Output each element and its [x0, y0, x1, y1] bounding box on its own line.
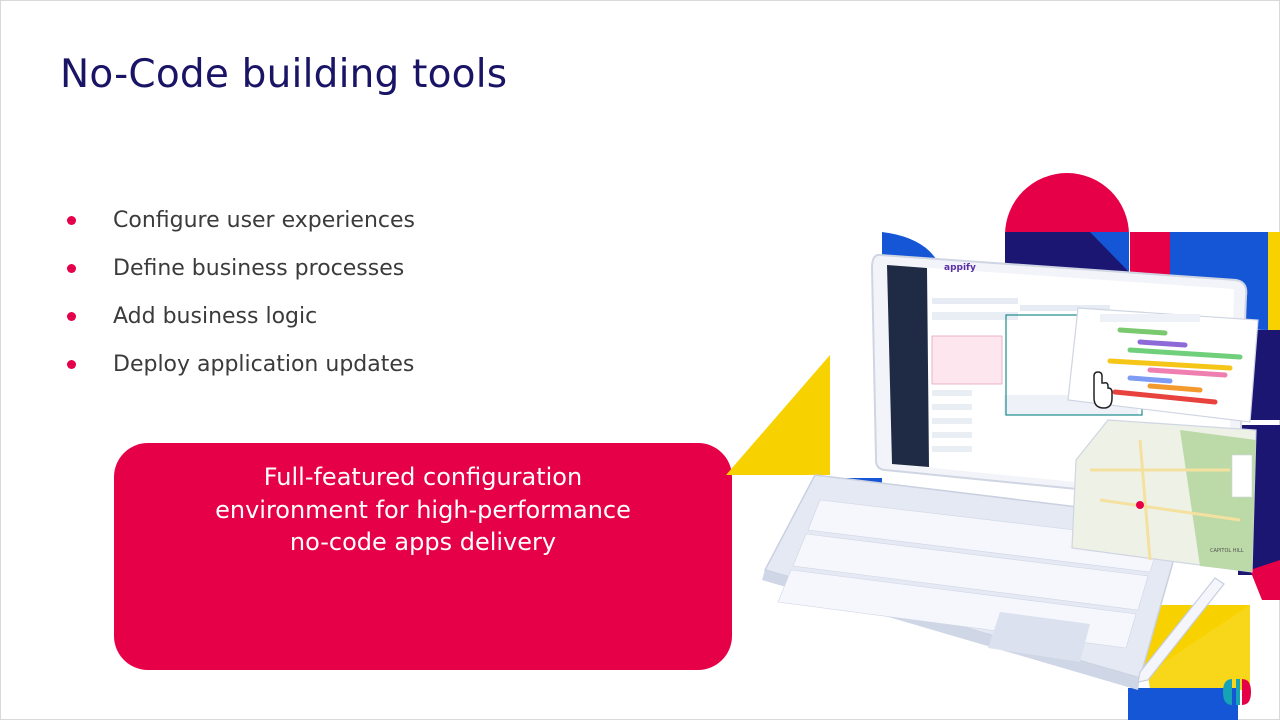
map-window: CAPITOL HILL [1071, 419, 1257, 573]
callout-box: Full-featured configuration environment … [114, 443, 732, 670]
gantt-window [1067, 307, 1259, 423]
bullet-dot-icon [67, 216, 76, 225]
bullet-dot-icon [67, 312, 76, 321]
bullet-item: Define business processes [64, 244, 415, 292]
callout-line: environment for high-performance [215, 495, 631, 524]
slide-title: No-Code building tools [60, 52, 508, 97]
bullet-list: Configure user experiences Define busine… [64, 196, 415, 388]
callout-text: Full-featured configuration environment … [114, 461, 732, 559]
callout-line: no-code apps delivery [289, 528, 557, 556]
bullet-item: Deploy application updates [64, 340, 415, 388]
bullet-text: Define business processes [113, 255, 405, 281]
callout-line: Full-featured configuration [263, 463, 583, 491]
bullet-dot-icon [67, 360, 76, 369]
map-label: CAPITOL HILL [1210, 548, 1244, 554]
brand-logo-icon [1223, 679, 1251, 705]
cursor-hand-icon [1093, 371, 1113, 409]
bullet-text: Deploy application updates [113, 351, 415, 377]
bullet-text: Add business logic [113, 303, 318, 329]
bullet-item: Add business logic [64, 292, 415, 340]
bullet-dot-icon [67, 264, 76, 273]
bullet-text: Configure user experiences [113, 207, 415, 233]
app-logo-text: appify [944, 263, 976, 273]
bullet-item: Configure user experiences [64, 196, 415, 244]
stylus-pencil [1137, 577, 1225, 683]
laptop-illustration: appify [726, 173, 1280, 720]
